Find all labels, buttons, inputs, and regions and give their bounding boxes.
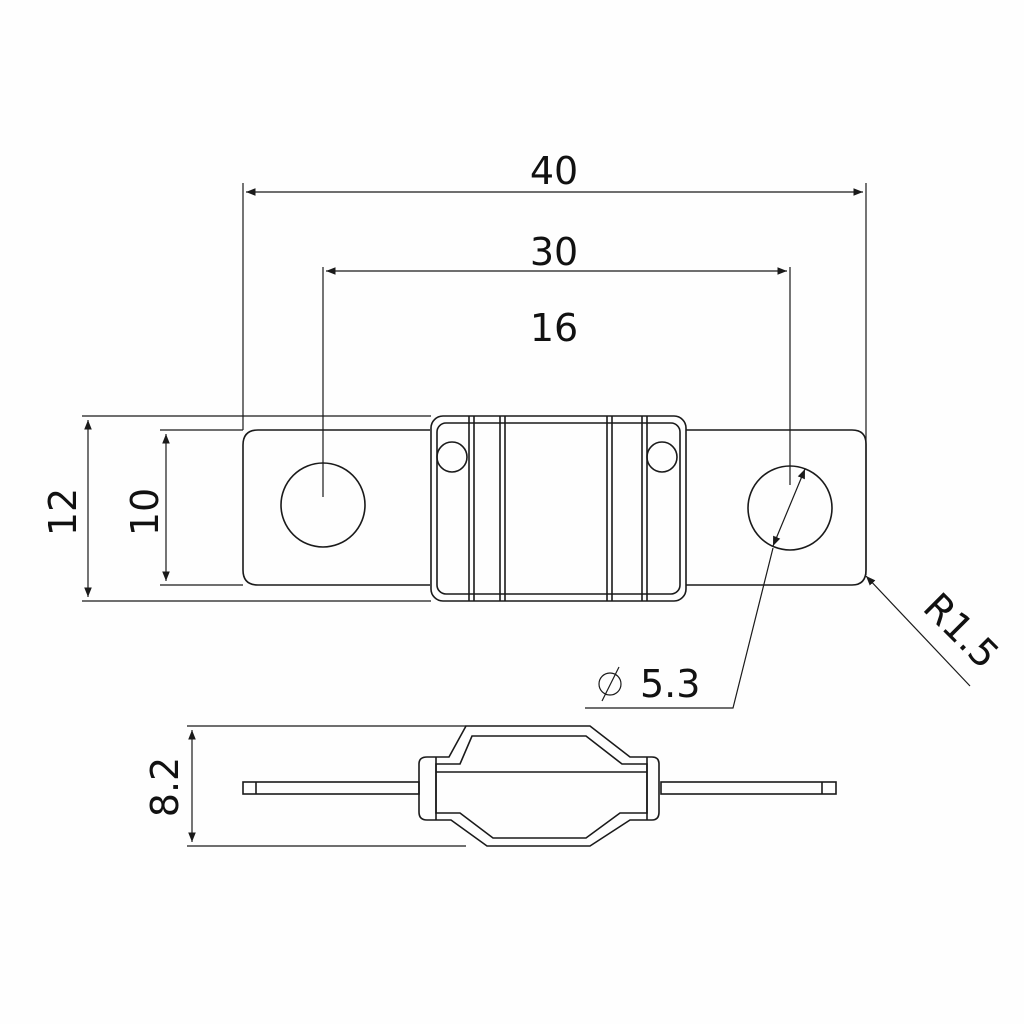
dim-label-10: 10 <box>123 488 167 536</box>
dim-line-diameter <box>772 468 806 547</box>
dim-label-12: 12 <box>41 488 85 536</box>
dim-label-8-2: 8.2 <box>143 757 187 817</box>
fuse-body-inner <box>436 422 681 595</box>
dim-line-radius <box>865 575 971 687</box>
right-lead <box>660 781 837 795</box>
diameter-leader <box>585 547 774 709</box>
dim-label-16: 16 <box>530 306 578 350</box>
side-body-inner <box>435 735 648 839</box>
body-rivet-right <box>646 441 678 473</box>
dim-label-radius: R1.5 <box>915 585 1008 678</box>
dim-label-40: 40 <box>530 149 578 193</box>
right-tab <box>686 429 867 586</box>
top-view: 12 10 40 30 16 5.3 <box>41 149 1008 709</box>
dim-label-diameter: 5.3 <box>640 662 700 706</box>
left-lead <box>242 781 420 795</box>
body-rivet-left <box>436 441 468 473</box>
fuse-body-outer <box>430 415 687 602</box>
left-tab <box>242 429 430 586</box>
dim-label-30: 30 <box>530 230 578 274</box>
side-view: 8.2 <box>143 725 837 847</box>
side-body-outer <box>418 725 660 847</box>
diameter-symbol-icon <box>598 666 622 702</box>
